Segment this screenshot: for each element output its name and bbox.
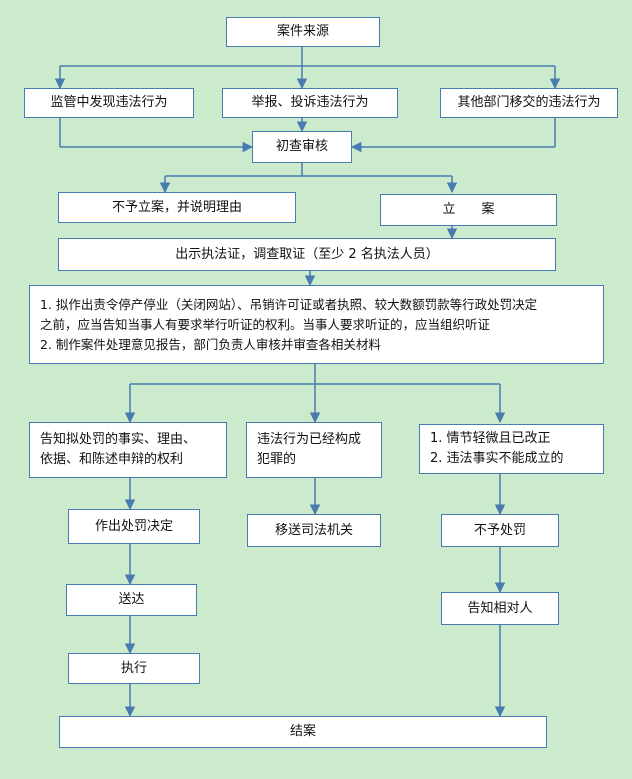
node-label: 初查审核 xyxy=(275,139,328,154)
node-label: 监管中发现违法行为 xyxy=(50,95,168,110)
node-label: 案件来源 xyxy=(276,24,329,39)
node-label: 作出处罚决定 xyxy=(94,518,173,534)
node-investigation: 出示执法证，调查取证（至少 2 名执法人员） xyxy=(58,238,556,271)
node-label: 移送司法机关 xyxy=(274,522,353,538)
node-label: 其他部门移交的违法行为 xyxy=(457,95,601,110)
node-constitutes-crime: 违法行为已经构成 犯罪的 xyxy=(246,422,382,478)
node-label: 立 案 xyxy=(442,202,495,217)
node-initial-review: 初查审核 xyxy=(252,131,352,163)
node-transferred: 其他部门移交的违法行为 xyxy=(440,88,618,118)
node-line: 依据、和陈述申辩的权利 xyxy=(40,452,184,467)
node-line: 1. 拟作出责令停产停业（关闭网站）、吊销许可证或者执照、较大数额罚款等行政处罚… xyxy=(40,296,538,312)
node-report-complaint: 举报、投诉违法行为 xyxy=(222,88,398,118)
node-line: 违法行为已经构成 xyxy=(257,432,362,447)
node-notify-party: 告知相对人 xyxy=(441,592,559,625)
node-execution: 执行 xyxy=(68,653,200,684)
node-source: 案件来源 xyxy=(226,17,380,47)
node-label: 举报、投诉违法行为 xyxy=(251,95,369,110)
node-filing: 立 案 xyxy=(380,194,557,226)
node-minor-or-unfounded: 1. 情节轻微且已改正 2. 违法事实不能成立的 xyxy=(419,424,604,474)
node-penalty-decision: 作出处罚决定 xyxy=(68,509,200,544)
node-line: 2. 制作案件处理意见报告，部门负责人审核并审查各相关材料 xyxy=(40,336,381,352)
node-label: 送达 xyxy=(118,592,145,607)
node-inform-rights: 告知拟处罚的事实、理由、 依据、和陈述申辩的权利 xyxy=(29,422,227,478)
node-transfer-judicial: 移送司法机关 xyxy=(247,514,381,547)
node-line: 2. 违法事实不能成立的 xyxy=(430,451,564,466)
node-service: 送达 xyxy=(66,584,197,616)
node-label: 不予处罚 xyxy=(473,522,526,538)
node-label: 执行 xyxy=(120,660,147,676)
node-label: 不予立案，并说明理由 xyxy=(111,199,242,215)
node-label: 告知相对人 xyxy=(467,600,533,616)
node-label: 结案 xyxy=(289,724,316,739)
node-line: 告知拟处罚的事实、理由、 xyxy=(40,432,197,447)
node-decision: 1. 拟作出责令停产停业（关闭网站）、吊销许可证或者执照、较大数额罚款等行政处罚… xyxy=(29,285,604,364)
node-label: 出示执法证，调查取证（至少 2 名执法人员） xyxy=(175,246,439,262)
node-no-penalty: 不予处罚 xyxy=(441,514,559,547)
node-line: 之前，应当告知当事人有要求举行听证的权利。当事人要求听证的，应当组织听证 xyxy=(40,316,491,332)
node-line: 犯罪的 xyxy=(257,452,297,467)
node-close-case: 结案 xyxy=(59,716,547,748)
node-found-in-supervision: 监管中发现违法行为 xyxy=(24,88,194,118)
node-line: 1. 情节轻微且已改正 xyxy=(430,431,551,446)
node-no-filing: 不予立案，并说明理由 xyxy=(58,192,296,223)
